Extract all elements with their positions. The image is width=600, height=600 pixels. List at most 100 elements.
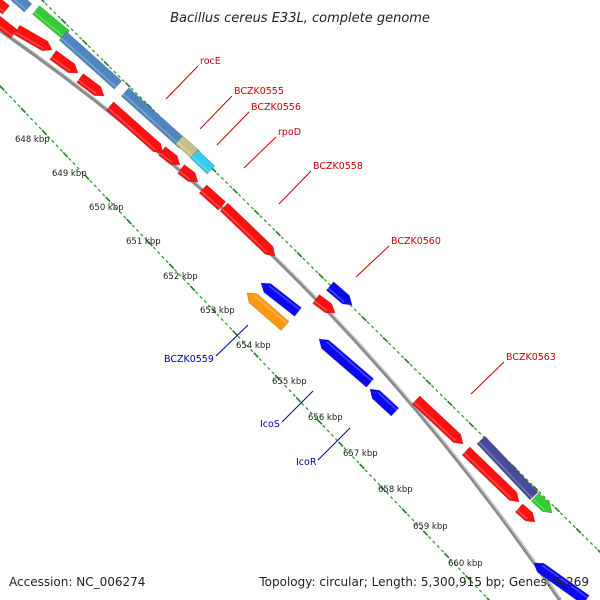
tick-mark [4,90,8,95]
tick-mark [40,0,45,3]
gene-feature[interactable] [514,503,536,523]
gene-feature[interactable] [260,282,302,317]
tick-mark [147,240,153,247]
label-connector [317,427,351,461]
gene-feature[interactable] [318,338,375,388]
label-connectors [165,65,505,461]
tick-mark [568,520,572,524]
tick-mark [34,122,38,126]
tick-mark [439,393,443,397]
gene-label-icor[interactable]: IcoR [296,457,317,468]
gene-feature[interactable] [189,149,216,175]
gene-feature-highlight [413,401,456,442]
gene-feature[interactable] [105,101,164,154]
tick-mark [126,218,132,225]
tick-mark [161,255,165,259]
gene-feature[interactable] [461,446,520,503]
tick-mark [478,589,483,593]
gene-feature[interactable] [174,135,201,160]
tick-mark [62,151,69,158]
tick-mark [388,342,392,346]
gene-feature[interactable] [530,492,553,514]
tick-mark [351,455,356,460]
tick-mark [25,113,29,117]
tick-mark [110,202,114,206]
tick-mark [525,478,529,482]
tick-mark [452,406,456,410]
gene-label-icos[interactable]: IcoS [260,419,280,430]
tick-mark [97,188,101,193]
tick-mark [237,335,241,339]
accession-text: Accession: NC_006274 [9,575,145,589]
tick-mark [232,330,238,336]
tick-mark [224,181,229,185]
tick-mark [415,522,419,526]
tick-mark [382,336,389,343]
tick-mark [401,508,408,514]
gene-feature-highlight [159,152,173,163]
gene-label-bczk0556[interactable]: BCZK0556 [251,102,301,113]
tick-mark [432,540,436,544]
tick-mark [165,260,169,264]
genome-backbone [0,28,562,600]
gene-label-rpod[interactable]: rpoD [278,127,301,138]
tick-mark [361,315,367,322]
gene-feature[interactable] [158,146,181,166]
tick-mark [131,224,135,228]
tick-mark [216,172,220,176]
kbp-label: 649 kbp [52,169,87,179]
gene-feature-highlight [268,285,301,311]
gene-label-bczk0563[interactable]: BCZK0563 [506,352,556,363]
tick-mark [409,363,413,367]
tick-mark [258,357,262,362]
gene-label-bczk0559[interactable]: BCZK0559 [164,354,214,365]
tick-mark [379,333,383,338]
tick-mark [220,317,224,322]
gene-feature[interactable] [476,435,539,501]
gene-feature[interactable] [13,24,53,52]
gene-feature[interactable] [32,5,70,40]
gene-feature[interactable] [369,388,400,417]
gene-feature[interactable] [58,31,123,90]
gene-feature[interactable] [6,0,33,13]
gene-feature[interactable] [198,184,227,211]
tick-mark [322,424,326,428]
tick-mark [338,441,344,448]
gene-feature[interactable] [325,281,353,306]
gene-feature[interactable] [411,395,464,445]
tick-mark [521,473,525,478]
gene-label-bczk0560[interactable]: BCZK0560 [391,236,441,247]
tick-mark [134,91,139,95]
tick-mark [323,278,327,282]
tick-mark [267,223,272,227]
tick-mark [60,18,67,25]
gene-label-bczk0555[interactable]: BCZK0555 [234,86,284,97]
gene-feature[interactable] [246,292,290,331]
gene-feature[interactable] [533,562,590,600]
tick-mark [271,371,275,375]
gene-feature[interactable] [76,73,105,97]
gene-feature-highlight [221,208,268,253]
tick-mark [564,516,568,520]
gene-feature[interactable] [219,202,276,257]
tick-mark [465,574,471,581]
tick-mark [326,429,330,433]
tick-mark [241,340,245,344]
tick-mark [182,277,186,282]
gene-label-roce[interactable]: rocE [200,56,221,67]
gene-label-bczk0558[interactable]: BCZK0558 [313,161,363,172]
kbp-label: 656 kbp [308,413,343,423]
gene-feature[interactable] [0,0,10,15]
tick-mark [529,482,533,486]
kbp-label: 660 kbp [448,559,483,569]
tick-mark [581,533,585,537]
gene-feature[interactable] [177,164,199,183]
tick-mark [13,99,17,103]
tick-mark [597,549,600,554]
gene-feature[interactable] [49,50,79,74]
gene-feature[interactable] [312,294,336,314]
gene-feature-highlight [541,564,589,599]
gene-feature-highlight [60,37,117,88]
map-title: Bacillus cereus E33L, complete genome [170,11,430,26]
tick-mark [232,188,238,194]
